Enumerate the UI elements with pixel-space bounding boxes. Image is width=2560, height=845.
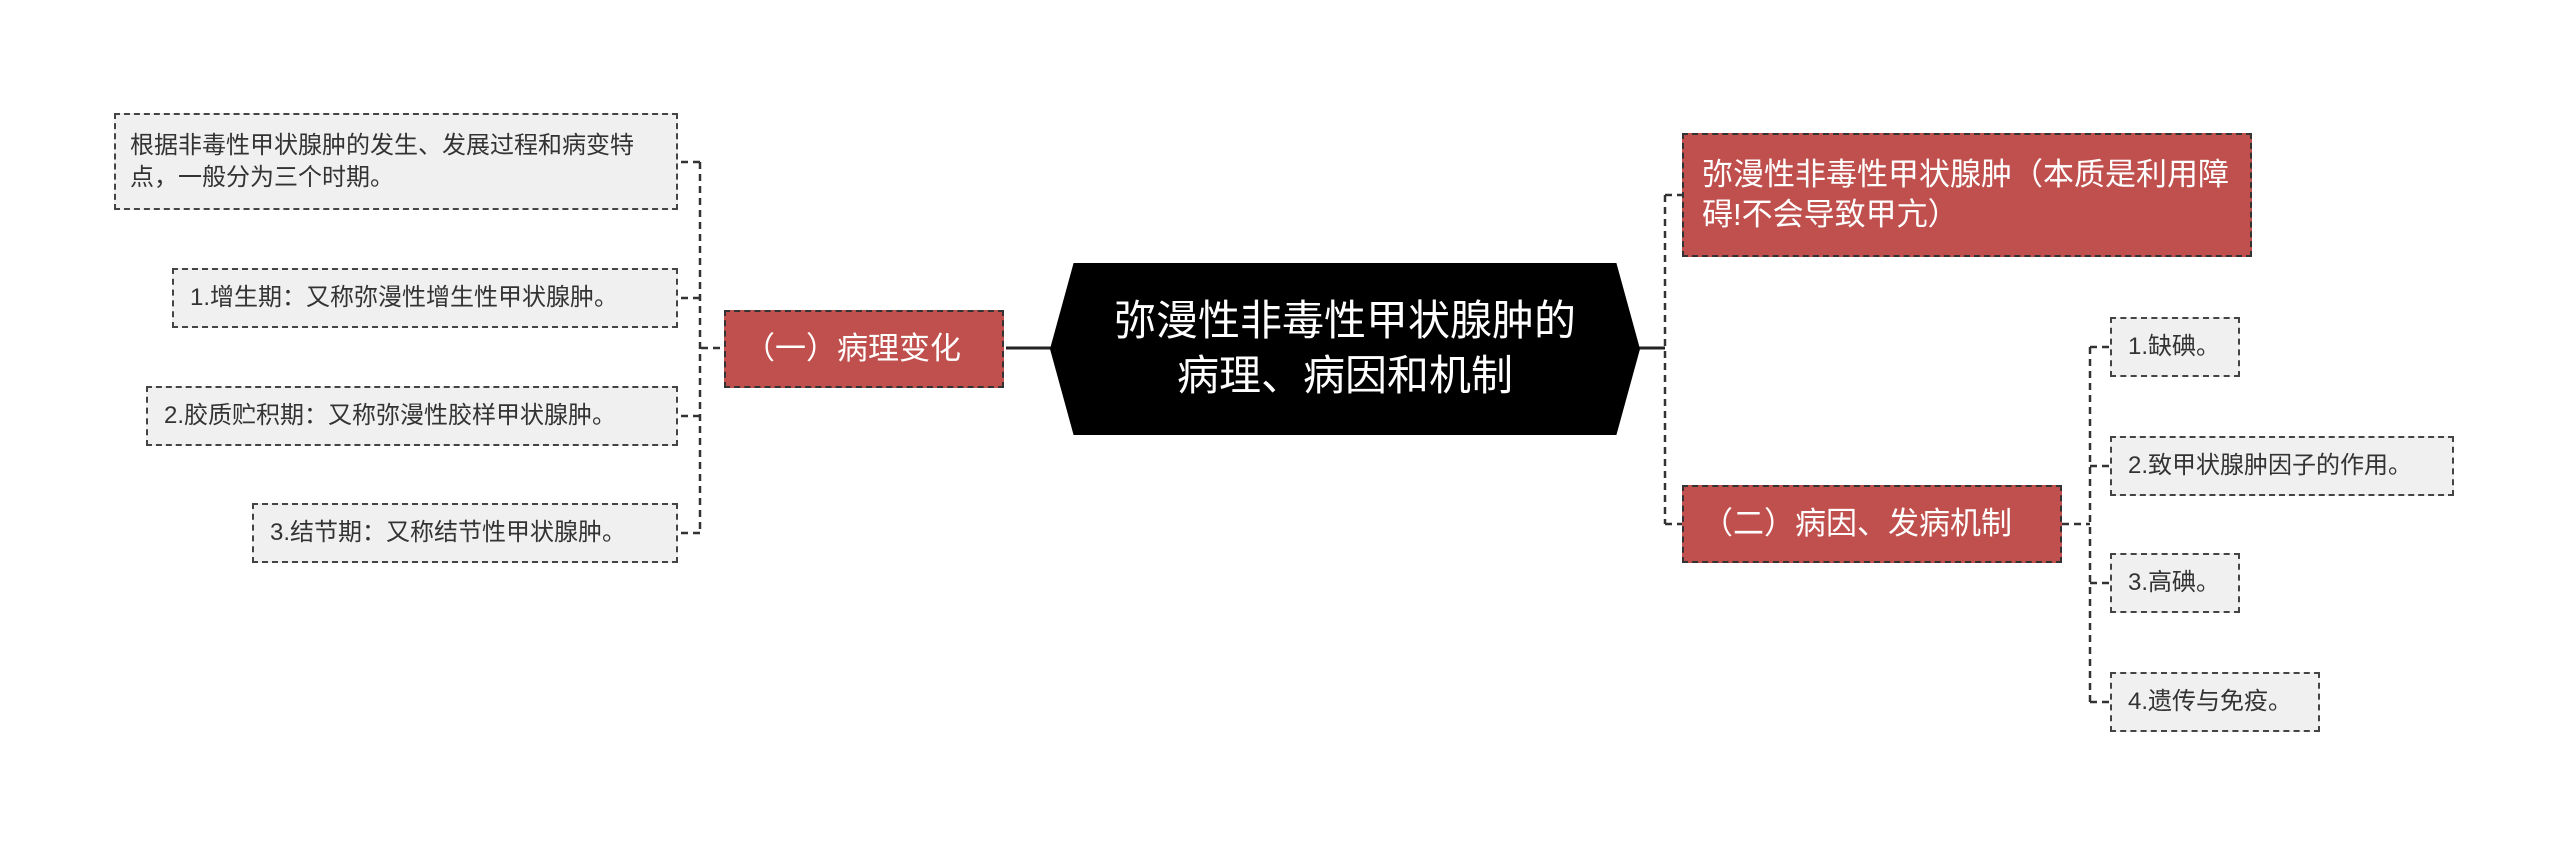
topic-nature-note[interactable]: 弥漫性非毒性甲状腺肿（本质是利用障碍!不会导致甲亢） [1682, 133, 2252, 257]
branch-pathology[interactable]: （一）病理变化 [724, 310, 1004, 388]
leaf-nodular-stage-text: 3.结节期：又称结节性甲状腺肿。 [270, 519, 627, 547]
leaf-iodine-deficiency-text: 1.缺碘。 [2128, 333, 2221, 361]
branch-etiology[interactable]: （二）病因、发病机制 [1682, 485, 2062, 563]
leaf-stage-overview[interactable]: 根据非毒性甲状腺肿的发生、发展过程和病变特点，一般分为三个时期。 [114, 113, 678, 210]
leaf-goitrogen-factor-text: 2.致甲状腺肿因子的作用。 [2128, 452, 2413, 480]
leaf-high-iodine[interactable]: 3.高碘。 [2110, 553, 2240, 613]
leaf-iodine-deficiency[interactable]: 1.缺碘。 [2110, 317, 2240, 377]
leaf-stage-overview-text: 根据非毒性甲状腺肿的发生、发展过程和病变特点，一般分为三个时期。 [130, 132, 634, 191]
topic-nature-note-text: 弥漫性非毒性甲状腺肿（本质是利用障碍!不会导致甲亢） [1702, 156, 2229, 232]
leaf-goitrogen-factor[interactable]: 2.致甲状腺肿因子的作用。 [2110, 436, 2454, 496]
branch-pathology-label: （一）病理变化 [744, 330, 961, 366]
leaf-nodular-stage[interactable]: 3.结节期：又称结节性甲状腺肿。 [252, 503, 678, 563]
leaf-genetics-immunity-text: 4.遗传与免疫。 [2128, 688, 2293, 716]
leaf-colloid-stage-text: 2.胶质贮积期：又称弥漫性胶样甲状腺肿。 [164, 402, 617, 430]
central-topic[interactable]: 弥漫性非毒性甲状腺肿的 病理、病因和机制 [1050, 263, 1640, 435]
leaf-colloid-stage[interactable]: 2.胶质贮积期：又称弥漫性胶样甲状腺肿。 [146, 386, 678, 446]
leaf-genetics-immunity[interactable]: 4.遗传与免疫。 [2110, 672, 2320, 732]
central-topic-line-2: 病理、病因和机制 [1176, 352, 1513, 399]
leaf-hyperplasia-stage[interactable]: 1.增生期：又称弥漫性增生性甲状腺肿。 [172, 268, 678, 328]
leaf-hyperplasia-stage-text: 1.增生期：又称弥漫性增生性甲状腺肿。 [190, 284, 619, 312]
branch-etiology-label: （二）病因、发病机制 [1702, 505, 2012, 541]
central-topic-line-1: 弥漫性非毒性甲状腺肿的 [1113, 297, 1576, 345]
leaf-high-iodine-text: 3.高碘。 [2128, 569, 2221, 597]
